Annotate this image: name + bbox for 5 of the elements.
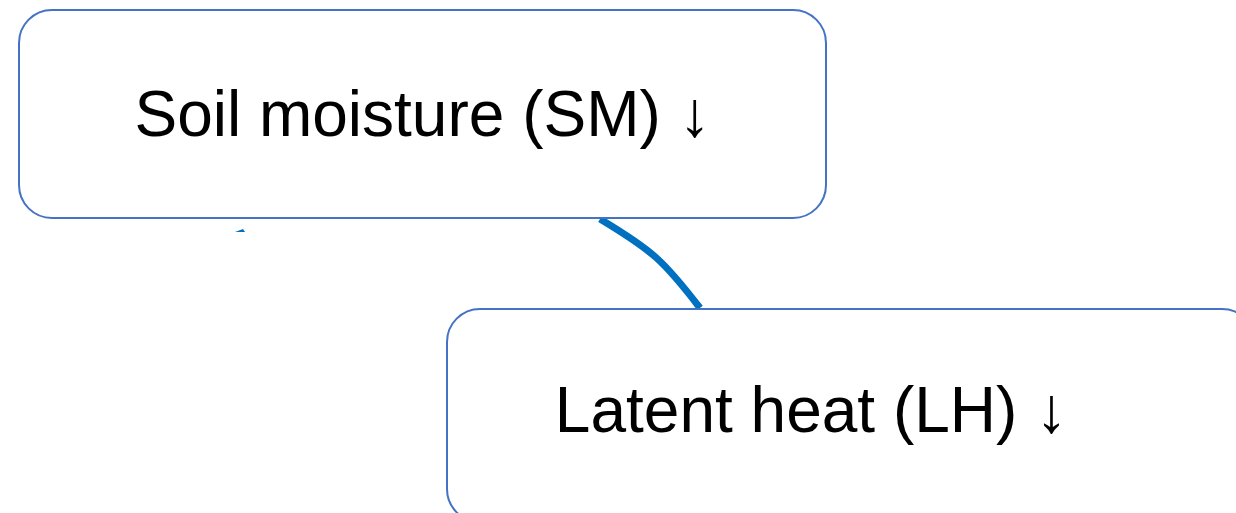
node-label: Soil moisture (SM) ↓ — [134, 77, 711, 151]
curved-connector — [598, 216, 703, 311]
node-label: Latent heat (LH) ↓ — [554, 372, 1068, 447]
rounded-box — [446, 308, 1236, 513]
rounded-box — [18, 9, 827, 219]
